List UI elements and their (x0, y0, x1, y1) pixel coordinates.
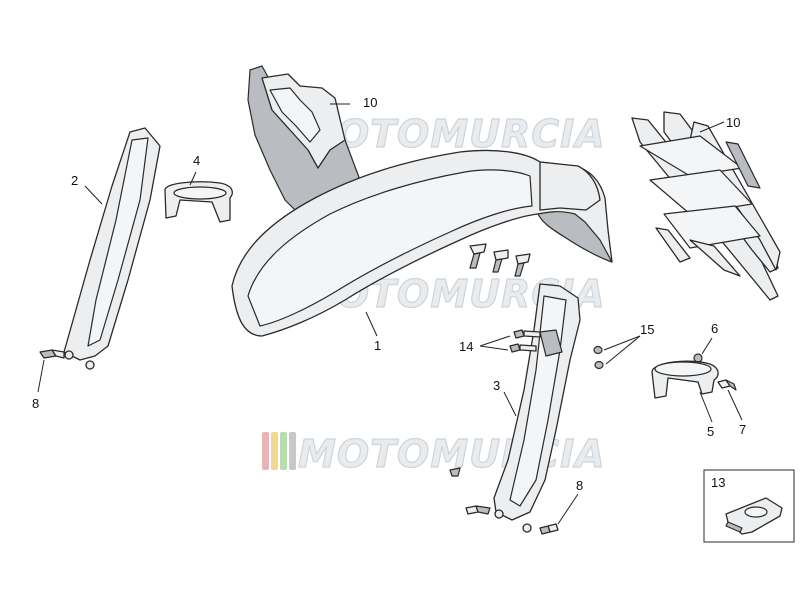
center-screws (469, 243, 531, 277)
callout-1: 1 (374, 338, 381, 353)
part-8-left-screw (37, 349, 65, 393)
watermark-text: MOTOMURCIA (298, 112, 606, 156)
part-1-front-fender (231, 149, 613, 337)
callout-8-left: 8 (32, 396, 39, 411)
part-14-screws (479, 329, 541, 353)
callout-10-right: 10 (726, 115, 740, 130)
part-4-left-clamp (164, 171, 233, 223)
part-10-rear-bracket (247, 65, 361, 216)
leader-1 (365, 311, 378, 337)
part-15-nuts (593, 335, 641, 370)
watermark-stripe (280, 432, 287, 470)
part-7-screw (717, 379, 743, 421)
callout-4: 4 (193, 153, 200, 168)
callout-13: 13 (711, 475, 725, 490)
watermark-stripe (289, 432, 296, 470)
callout-14: 14 (459, 339, 473, 354)
callout-5: 5 (707, 424, 714, 439)
callout-10-top: 10 (363, 95, 377, 110)
watermark-stripe (271, 432, 278, 470)
part-13-inset-box (703, 469, 795, 543)
callout-7: 7 (739, 422, 746, 437)
leader-3 (503, 391, 517, 417)
part-3-right-fork-guard (493, 283, 581, 533)
callout-3: 3 (493, 378, 500, 393)
part-8-lower-screws (449, 467, 579, 535)
part-2-left-fork-guard (63, 127, 161, 370)
callout-15: 15 (640, 322, 654, 337)
part-6-nut (693, 337, 713, 363)
part-10-right-rack (631, 111, 781, 301)
part-5-right-clamp (651, 360, 719, 423)
callout-2: 2 (71, 173, 78, 188)
callout-8-right: 8 (576, 478, 583, 493)
watermark-stripe (262, 432, 269, 470)
callout-6: 6 (711, 321, 718, 336)
